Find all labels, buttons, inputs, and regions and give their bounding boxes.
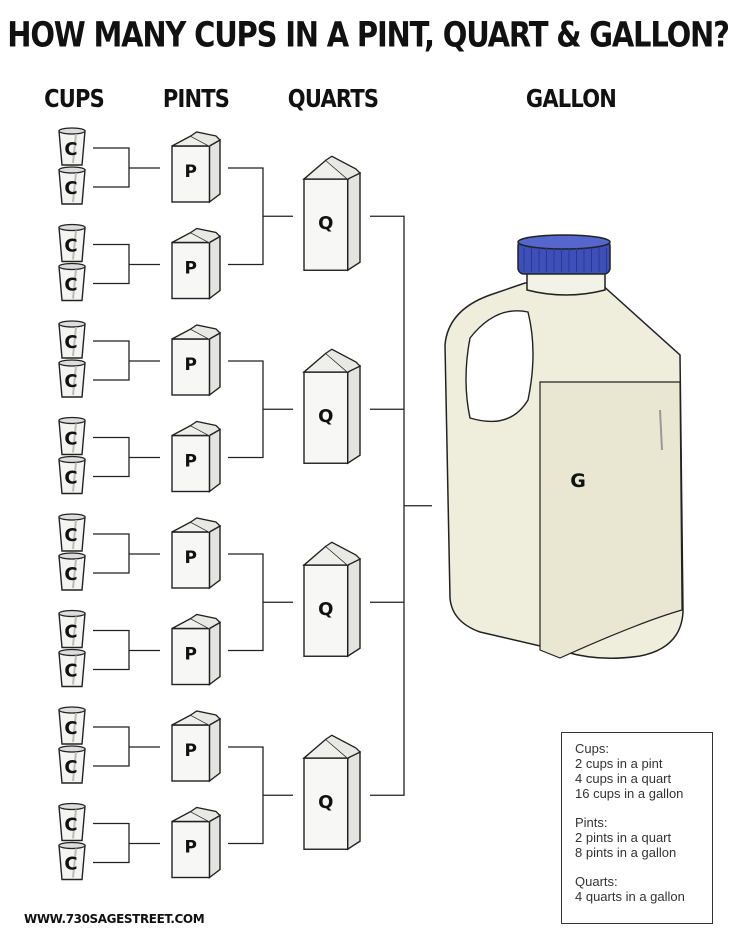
cup-icon: C: [58, 706, 86, 745]
milk-carton-icon: P: [171, 517, 222, 590]
legend-cups-heading: Cups:: [575, 741, 609, 756]
bracket-line: [93, 243, 160, 285]
svg-text:P: P: [184, 162, 196, 182]
cup-icon: C: [58, 745, 86, 784]
milk-carton-icon: P: [171, 806, 222, 879]
bracket-line: [228, 360, 293, 459]
milk-carton-icon: Q: [302, 734, 362, 851]
legend-box: Cups: 2 cups in a pint 4 cups in a quart…: [561, 732, 713, 924]
cup-icon: C: [58, 648, 86, 688]
cup-icon: C: [58, 416, 86, 456]
connector-lines: [93, 147, 432, 864]
legend-pints-group: Pints: 2 pints in a quart 8 pints in a g…: [575, 815, 712, 860]
milk-carton-icon: P: [171, 710, 222, 783]
svg-text:P: P: [184, 741, 196, 761]
bracket-line: [93, 822, 160, 864]
bracket-line: [93, 629, 160, 671]
milk-carton-icon: Q: [302, 541, 362, 658]
legend-pints-line: 2 pints in a quart: [575, 830, 672, 845]
svg-text:C: C: [64, 564, 77, 585]
svg-text:C: C: [64, 661, 77, 682]
svg-text:C: C: [64, 429, 77, 450]
legend-pints-line: 8 pints in a gallon: [575, 845, 677, 860]
svg-text:G: G: [570, 470, 586, 492]
svg-text:C: C: [64, 854, 77, 875]
svg-text:P: P: [184, 451, 196, 471]
legend-quarts-group: Quarts: 4 quarts in a gallon: [575, 874, 712, 904]
svg-text:Q: Q: [318, 213, 333, 234]
legend-cups-line: 16 cups in a gallon: [575, 786, 684, 801]
milk-jug-icon: G: [444, 234, 684, 659]
svg-text:C: C: [64, 275, 77, 296]
svg-text:P: P: [184, 837, 196, 857]
column-header-gallon: GALLON: [525, 84, 617, 113]
svg-text:Q: Q: [318, 406, 333, 427]
milk-carton-icon: Q: [302, 155, 362, 272]
svg-text:C: C: [64, 757, 77, 778]
bracket-line: [228, 167, 293, 266]
svg-text:P: P: [184, 644, 196, 664]
cup-icon: C: [58, 513, 86, 552]
svg-text:C: C: [64, 332, 77, 353]
svg-text:C: C: [64, 178, 77, 199]
cup-icon: C: [58, 223, 86, 263]
legend-cups-line: 2 cups in a pint: [575, 756, 663, 771]
milk-carton-icon: P: [171, 131, 222, 204]
legend-cups-group: Cups: 2 cups in a pint 4 cups in a quart…: [575, 741, 712, 801]
cup-icon: C: [58, 359, 86, 398]
bracket-line: [93, 340, 160, 381]
bracket-line: [93, 147, 160, 188]
legend-quarts-heading: Quarts:: [575, 874, 618, 889]
milk-carton-icon: P: [171, 613, 222, 686]
cup-icon: C: [58, 455, 86, 495]
svg-text:C: C: [64, 525, 77, 546]
svg-text:C: C: [64, 236, 77, 257]
svg-text:C: C: [64, 371, 77, 392]
svg-text:C: C: [64, 139, 77, 160]
svg-text:C: C: [64, 815, 77, 836]
bracket-line: [93, 436, 160, 478]
cup-icon: C: [58, 609, 86, 649]
svg-text:Q: Q: [318, 792, 333, 813]
svg-text:C: C: [64, 622, 77, 643]
cup-icon: C: [58, 802, 86, 842]
page-title: HOW MANY CUPS IN A PINT, QUART & GALLON?: [7, 14, 730, 55]
cup-icon: C: [58, 552, 86, 591]
bracket-line: [228, 553, 293, 652]
column-header-pints: PINTS: [162, 84, 230, 113]
bracket-line: [93, 533, 160, 574]
cup-icon: C: [58, 841, 86, 881]
cup-icon: C: [58, 320, 86, 359]
milk-carton-icon: P: [171, 420, 222, 493]
svg-text:P: P: [184, 355, 196, 375]
milk-carton-icon: P: [171, 227, 222, 300]
milk-carton-icon: P: [171, 324, 222, 397]
bracket-line: [370, 215, 432, 796]
legend-cups-line: 4 cups in a quart: [575, 771, 672, 786]
cup-icon: C: [58, 127, 86, 166]
legend-quarts-line: 4 quarts in a gallon: [575, 889, 685, 904]
svg-text:P: P: [184, 548, 196, 568]
column-header-cups: CUPS: [44, 84, 105, 113]
cup-icon: C: [58, 262, 86, 302]
svg-text:C: C: [64, 718, 77, 739]
svg-text:C: C: [64, 468, 77, 489]
svg-text:P: P: [184, 258, 196, 278]
cup-icon: C: [58, 166, 86, 205]
milk-carton-icon: Q: [302, 348, 362, 465]
footer-url: WWW.730SAGESTREET.COM: [24, 912, 205, 926]
column-header-quarts: QUARTS: [287, 84, 379, 113]
bracket-line: [93, 726, 160, 767]
bracket-line: [228, 746, 293, 845]
svg-text:Q: Q: [318, 599, 333, 620]
legend-pints-heading: Pints:: [575, 815, 608, 830]
